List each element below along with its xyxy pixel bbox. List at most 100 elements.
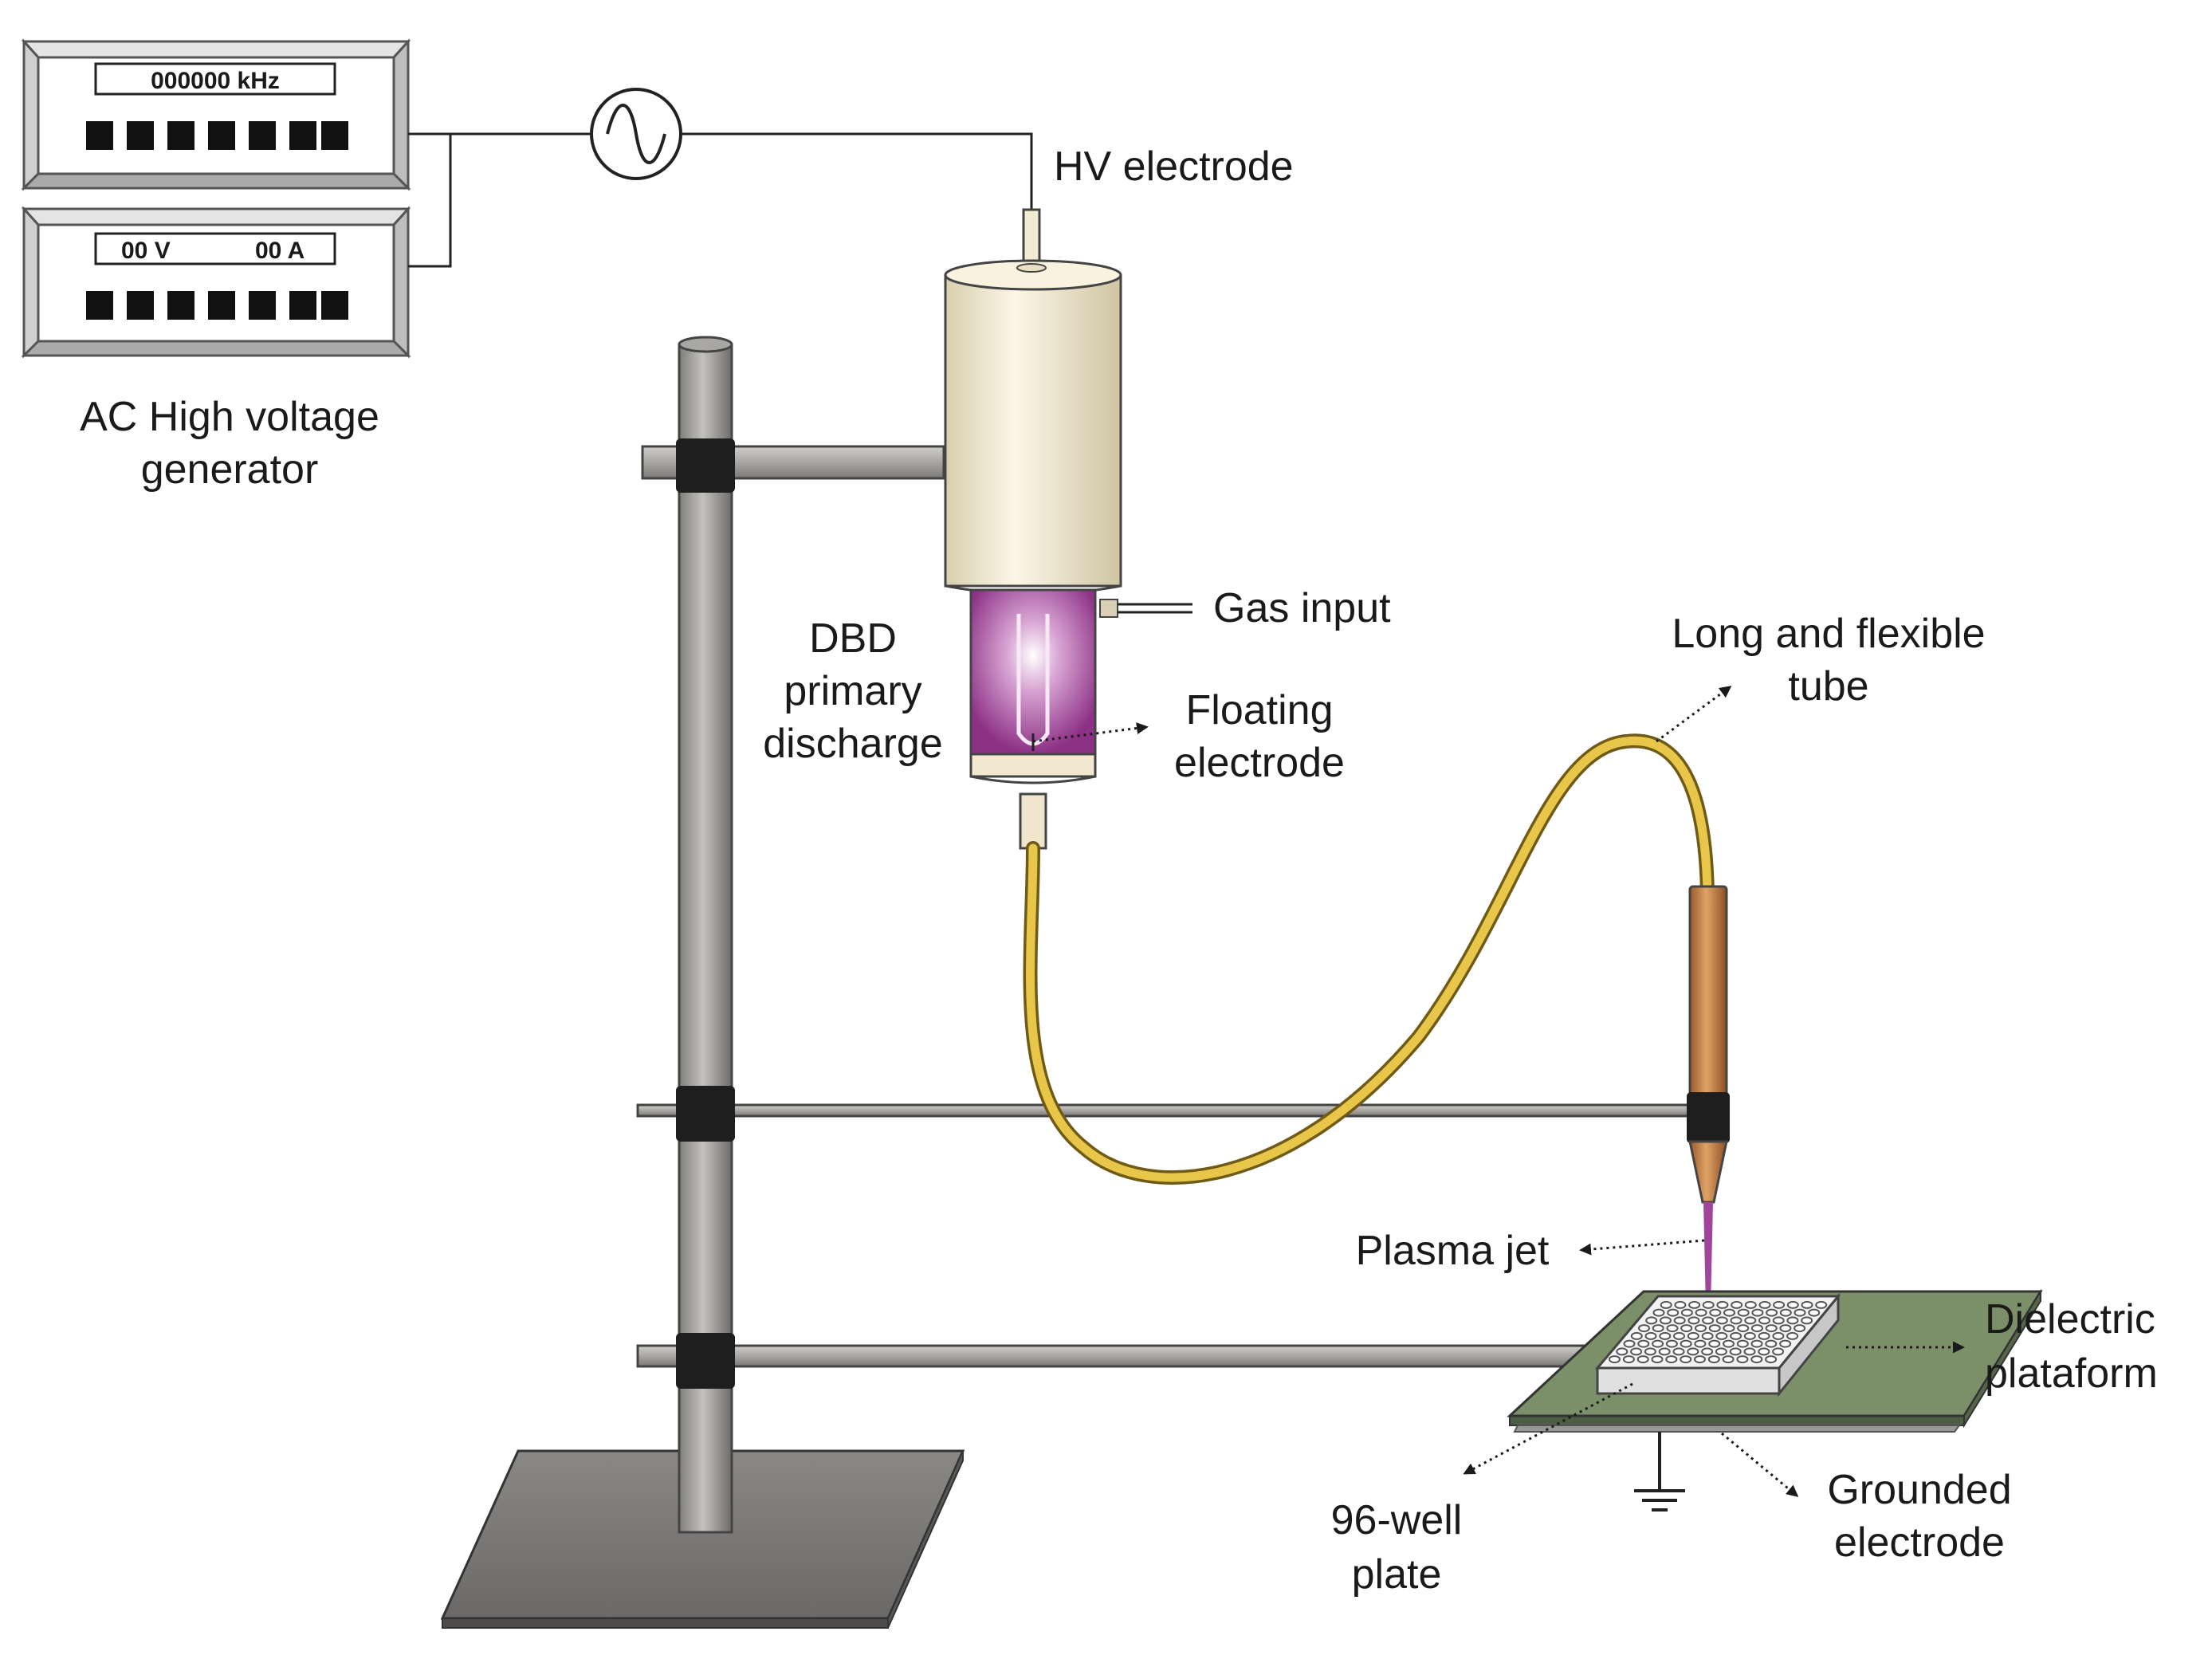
dielectric-label-line2: plataform: [1985, 1350, 2158, 1397]
plate-well: [1743, 1347, 1756, 1356]
plate-well: [1694, 1339, 1707, 1348]
plate-well: [1743, 1331, 1756, 1340]
gas-input-label: Gas input: [1213, 585, 1391, 631]
grounded-electrode-label: Grounded electrode: [1721, 1432, 2012, 1566]
dbd-label-line2: primary: [784, 668, 921, 714]
plate-well: [1622, 1355, 1635, 1364]
plate-well: [1736, 1355, 1749, 1364]
plate-well: [1660, 1300, 1672, 1309]
plate-well: [1702, 1316, 1715, 1325]
hv-electrode-label: HV electrode: [1054, 143, 1294, 190]
frequency-meter-keys: [86, 121, 348, 150]
upper-clamp-rod: [641, 438, 945, 493]
plate-well: [1673, 1331, 1685, 1340]
flexible-tube: [1023, 733, 1715, 1185]
voltage-display-text: 00 V: [121, 238, 171, 264]
ac-source-icon: [590, 88, 682, 180]
plasma-jet-label: Plasma jet: [1356, 1228, 1705, 1274]
plate-well: [1694, 1355, 1706, 1364]
plate-well: [1729, 1347, 1742, 1356]
96-well-plate-label: 96-well plate: [1331, 1382, 1633, 1598]
frequency-meter: 000000 kHz: [21, 38, 411, 191]
plate-well: [1765, 1339, 1778, 1348]
plate-well: [1779, 1339, 1792, 1348]
plate-well: [1659, 1331, 1672, 1340]
hv-electrode: [1022, 208, 1041, 267]
plate-well: [1758, 1347, 1770, 1356]
tube-label-line1: Long and flexible: [1672, 611, 1985, 657]
floating-label-line2: electrode: [1174, 740, 1345, 786]
plate-well: [1636, 1355, 1649, 1364]
frequency-display-text: 000000 kHz: [151, 68, 280, 94]
voltage-current-display: [94, 232, 336, 265]
plate-well: [1772, 1331, 1785, 1340]
plate-well: [1736, 1339, 1749, 1348]
plate-well: [1773, 1300, 1786, 1309]
reactor-cylinder: [944, 259, 1122, 596]
plate-well: [1786, 1316, 1799, 1325]
plate-well: [1772, 1316, 1785, 1325]
plate-well: [1758, 1300, 1771, 1309]
plate-well: [1750, 1324, 1763, 1333]
plate-well: [1673, 1316, 1686, 1325]
plate-well: [1695, 1308, 1707, 1317]
generator-label: AC High voltage generator: [80, 394, 379, 493]
frequency-display: [94, 62, 336, 96]
voltage-meter-keys: [86, 291, 348, 320]
plate-well: [1808, 1308, 1821, 1317]
plate-well: [1708, 1324, 1721, 1333]
plate-well: [1744, 1316, 1757, 1325]
generator-label-line2: generator: [141, 446, 319, 493]
plate-well: [1723, 1324, 1735, 1333]
plate-well: [1695, 1324, 1707, 1333]
plate-well: [1660, 1316, 1672, 1325]
plate-well: [1730, 1331, 1742, 1340]
plate-well: [1652, 1339, 1664, 1348]
current-display-text: 00 A: [255, 238, 304, 264]
plate-well: [1609, 1355, 1621, 1364]
plate-well: [1715, 1331, 1728, 1340]
plate-well: [1744, 1300, 1757, 1309]
gas-inlet: [1099, 599, 1192, 618]
plate-well: [1723, 1339, 1735, 1348]
plate-well: [1658, 1347, 1671, 1356]
plate-well: [1630, 1347, 1643, 1356]
ground-symbol-icon: [1634, 1432, 1685, 1512]
plate-well: [1667, 1308, 1680, 1317]
plate-well: [1665, 1339, 1678, 1348]
jet-nozzle: [1687, 885, 1730, 1204]
tube-label: Long and flexible tube: [1656, 611, 1986, 743]
plate-well: [1794, 1324, 1806, 1333]
plate-well: [1680, 1339, 1692, 1348]
plate-well: [1715, 1316, 1728, 1325]
plate-well: [1794, 1308, 1806, 1317]
plate-well: [1637, 1339, 1650, 1348]
plate-well: [1751, 1308, 1764, 1317]
plate-well: [1674, 1300, 1687, 1309]
well-label-line1: 96-well: [1331, 1497, 1463, 1543]
reactor-outlet: [1019, 792, 1047, 850]
plate-well: [1623, 1339, 1636, 1348]
plate-well: [1616, 1347, 1629, 1356]
plate-well: [1786, 1331, 1799, 1340]
plate-well: [1765, 1324, 1778, 1333]
plasma-jet-label-text: Plasma jet: [1356, 1228, 1550, 1274]
plate-well: [1709, 1308, 1722, 1317]
plate-well: [1758, 1316, 1770, 1325]
plate-well: [1766, 1308, 1778, 1317]
plate-well: [1786, 1300, 1799, 1309]
plate-well: [1645, 1316, 1658, 1325]
plate-well: [1651, 1355, 1664, 1364]
tube-label-line2: tube: [1788, 663, 1868, 710]
plate-well: [1652, 1324, 1664, 1333]
grounded-label-line2: electrode: [1834, 1519, 2005, 1566]
plate-well: [1687, 1347, 1699, 1356]
plate-well: [1680, 1324, 1693, 1333]
plate-well: [1723, 1308, 1735, 1317]
plate-well: [1672, 1347, 1685, 1356]
plate-well: [1737, 1308, 1750, 1317]
well-label-line2: plate: [1352, 1551, 1442, 1598]
dielectric-label-line1: Dielectric: [1985, 1296, 2155, 1342]
plate-well: [1737, 1324, 1750, 1333]
